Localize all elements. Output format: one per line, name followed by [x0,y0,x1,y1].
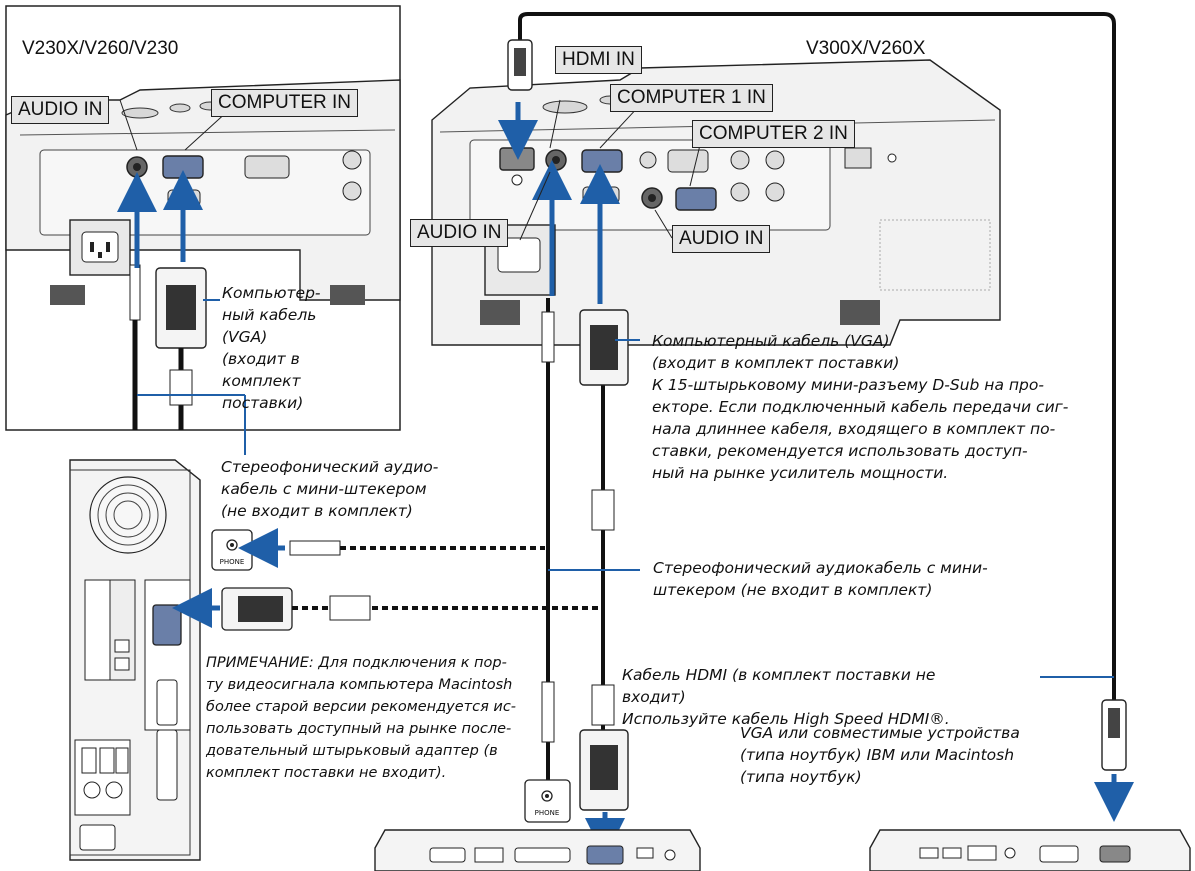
laptop-phone-port: PHONE [524,779,571,823]
left-projector [5,79,401,305]
left-vga-cable-caption: Компьютер- ный кабель (VGA) (входит в ко… [222,284,321,412]
computer2-in-label: COMPUTER 2 IN [692,120,855,148]
left-audio-in-label: AUDIO IN [11,96,110,124]
hdmi-in-label: HDMI IN [555,46,642,74]
right-projector [431,59,1001,346]
laptop-right [869,829,1191,871]
hdmi-cable [507,12,1127,771]
vga-cable-right-caption: Компьютерный кабель (VGA) (входит в комп… [652,332,1069,482]
computer1-in-port [581,149,623,173]
phone-label: PHONE [220,558,245,566]
pc-audio-plug [289,540,545,556]
right-model-title: V300X/V260X [806,38,926,59]
stereo-cable-right-caption: Стереофонический аудиокабель с мини- ште… [653,559,988,599]
stereo-cable-left-caption: Стереофонический аудио- кабель с мини-шт… [221,458,439,520]
laptop-hdmi-port [1099,845,1131,863]
left-model-title: V230X/V260/V230 [22,38,179,59]
laptop-middle [374,829,701,871]
phone-label: PHONE [535,809,560,817]
left-vga-cable [155,267,207,430]
pc-vga-plug [221,587,600,631]
vga-devices-caption: VGA или совместимые устройства (типа ноу… [740,724,1020,786]
computer1-in-label: COMPUTER 1 IN [610,84,773,112]
right-audio-in-label-1: AUDIO IN [410,219,509,247]
right-audio-cable [541,298,555,810]
hdmi-port [499,147,535,171]
right-vga-cable [579,309,629,811]
left-computer-in-port [162,155,204,179]
pc-phone-port: PHONE [211,529,253,571]
hdmi-cable-caption: Кабель HDMI (в комплект поставки не вход… [622,666,950,728]
right-audio-in-label-2: AUDIO IN [672,225,771,253]
left-computer-in-label: COMPUTER IN [211,89,358,117]
computer2-in-port [675,187,717,211]
note-caption: ПРИМЕЧАНИЕ: Для подключения к пор- ту ви… [206,655,517,781]
laptop-vga-port [586,845,624,865]
pc-vga-port [152,604,182,646]
pc-tower [69,459,201,861]
